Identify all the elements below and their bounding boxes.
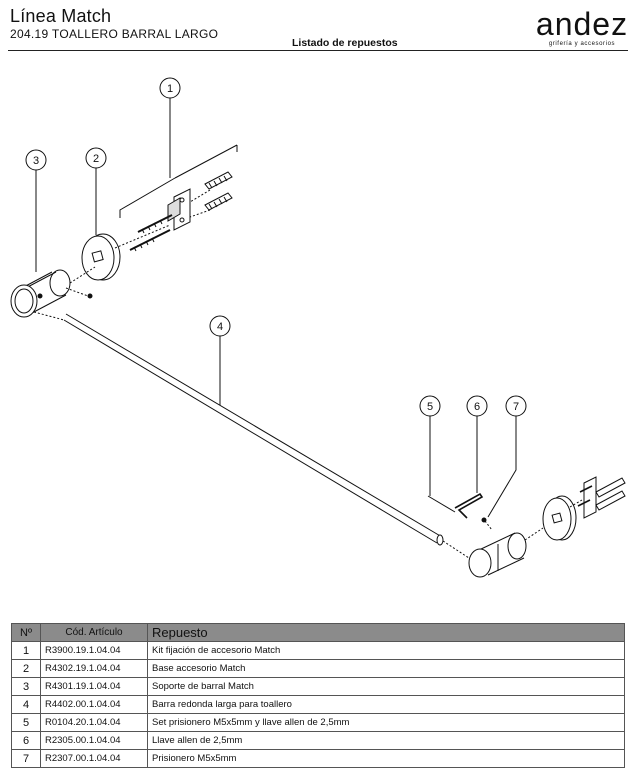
callout-circle-1	[159, 77, 181, 99]
row-code: R3900.19.1.04.04	[40, 641, 148, 660]
brand-tagline: grifería y accesorios	[548, 41, 616, 47]
screw-left-bottom	[129, 229, 171, 252]
row-description: Set prisionero M5x5mm y llave allen de 2…	[147, 713, 625, 732]
row-number: 6	[11, 731, 41, 750]
callout-circle-3	[25, 149, 47, 171]
bar-support-right	[468, 532, 527, 578]
row-number: 5	[11, 713, 41, 732]
row-description: Base accesorio Match	[147, 659, 625, 678]
row-number: 4	[11, 695, 41, 714]
callout-label-1: 1	[167, 83, 173, 95]
wall-plug-left-bottom	[204, 192, 233, 211]
row-number: 7	[11, 749, 41, 768]
header-number: Nº	[11, 623, 41, 642]
towel-bar	[63, 313, 444, 546]
callout-label-3: 3	[33, 155, 39, 167]
row-number: 2	[11, 659, 41, 678]
callout-circle-4	[209, 315, 231, 337]
callout-label-7: 7	[513, 401, 519, 413]
header-code: Cód. Artículo	[40, 623, 148, 642]
wall-plate-right	[577, 476, 626, 519]
callout-label-5: 5	[427, 401, 433, 413]
row-code: R4402.00.1.04.04	[40, 695, 148, 714]
callout-circle-7	[505, 395, 527, 417]
product-line-title: Línea Match	[10, 6, 112, 26]
row-code: R2305.00.1.04.04	[40, 731, 148, 750]
brand-logo: andez grifería y accesorios	[534, 8, 630, 50]
row-code: R0104.20.1.04.04	[40, 713, 148, 732]
row-description: Prisionero M5x5mm	[147, 749, 625, 768]
allen-key	[454, 492, 484, 519]
callout-circle-6	[466, 395, 488, 417]
header-divider	[8, 50, 628, 51]
row-description: Llave allen de 2,5mm	[147, 731, 625, 750]
base-disc-right	[542, 495, 577, 541]
base-disc-left	[81, 233, 121, 281]
callout-label-6: 6	[474, 401, 480, 413]
brand-name: andez	[535, 6, 629, 42]
exploded-diagram: 1 2 3 4 5 6 7	[10, 77, 626, 578]
callout-label-2: 2	[93, 153, 99, 165]
row-number: 3	[11, 677, 41, 696]
callout-label-4: 4	[217, 321, 223, 333]
parts-table-header: Nº Cód. Artículo Repuesto	[11, 623, 625, 642]
header-description: Repuesto	[147, 623, 625, 642]
document-heading: Listado de repuestos	[292, 37, 398, 49]
row-description: Soporte de barral Match	[147, 677, 625, 696]
row-number: 1	[11, 641, 41, 660]
bar-support-left	[10, 269, 71, 318]
row-description: Barra redonda larga para toallero	[147, 695, 625, 714]
row-code: R4301.19.1.04.04	[40, 677, 148, 696]
row-description: Kit fijación de accesorio Match	[147, 641, 625, 660]
row-code: R4302.19.1.04.04	[40, 659, 148, 678]
product-subtitle: 204.19 TOALLERO BARRAL LARGO	[10, 27, 219, 41]
wall-plug-left-top	[204, 171, 233, 190]
row-code: R2307.00.1.04.04	[40, 749, 148, 768]
wall-plate-left	[167, 188, 191, 231]
screw-left-top	[137, 214, 173, 234]
callout-circle-2	[85, 147, 107, 169]
callout-circle-5	[419, 395, 441, 417]
